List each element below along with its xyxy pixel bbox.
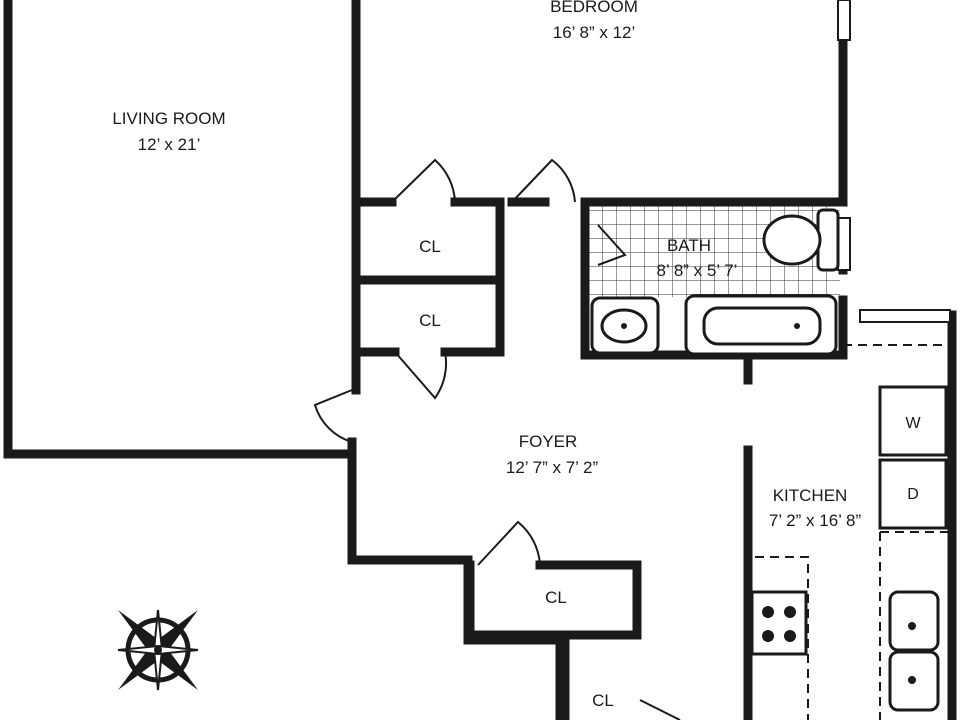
toilet-bowl [762, 214, 822, 266]
living-room-name: LIVING ROOM [112, 109, 225, 128]
compass-rose-icon [117, 609, 199, 691]
appliances [878, 385, 948, 530]
foyer-name: FOYER [519, 432, 578, 451]
kitchen-name: KITCHEN [773, 486, 848, 505]
kitchen-sink [888, 590, 940, 712]
bedroom-dims: 16’ 8” x 12’ [553, 23, 636, 42]
washer-label: W [905, 415, 921, 432]
dryer [878, 458, 948, 530]
bath-name: BATH [667, 236, 711, 255]
windows [837, 0, 951, 323]
bath-fixtures [590, 208, 840, 356]
kitchen-counters [755, 344, 952, 720]
closet-label: CL [545, 588, 567, 607]
door-swings [313, 158, 681, 720]
kitchen-dims: 7’ 2” x 16’ 8” [769, 511, 862, 530]
living-room-dims: 12’ x 21’ [138, 135, 201, 154]
closet-label: CL [592, 691, 614, 710]
washer [878, 385, 948, 457]
closet-label: CL [419, 311, 441, 330]
closet-label: CL [419, 237, 441, 256]
foyer-dims: 12’ 7” x 7’ 2” [506, 458, 599, 477]
bedroom-name: BEDROOM [550, 0, 638, 16]
bathtub [684, 294, 838, 356]
walls [3, 0, 957, 720]
stove [750, 590, 808, 656]
dryer-label: D [907, 486, 919, 503]
bath-dims: 8’ 8” x 5’ 7’ [657, 261, 738, 280]
